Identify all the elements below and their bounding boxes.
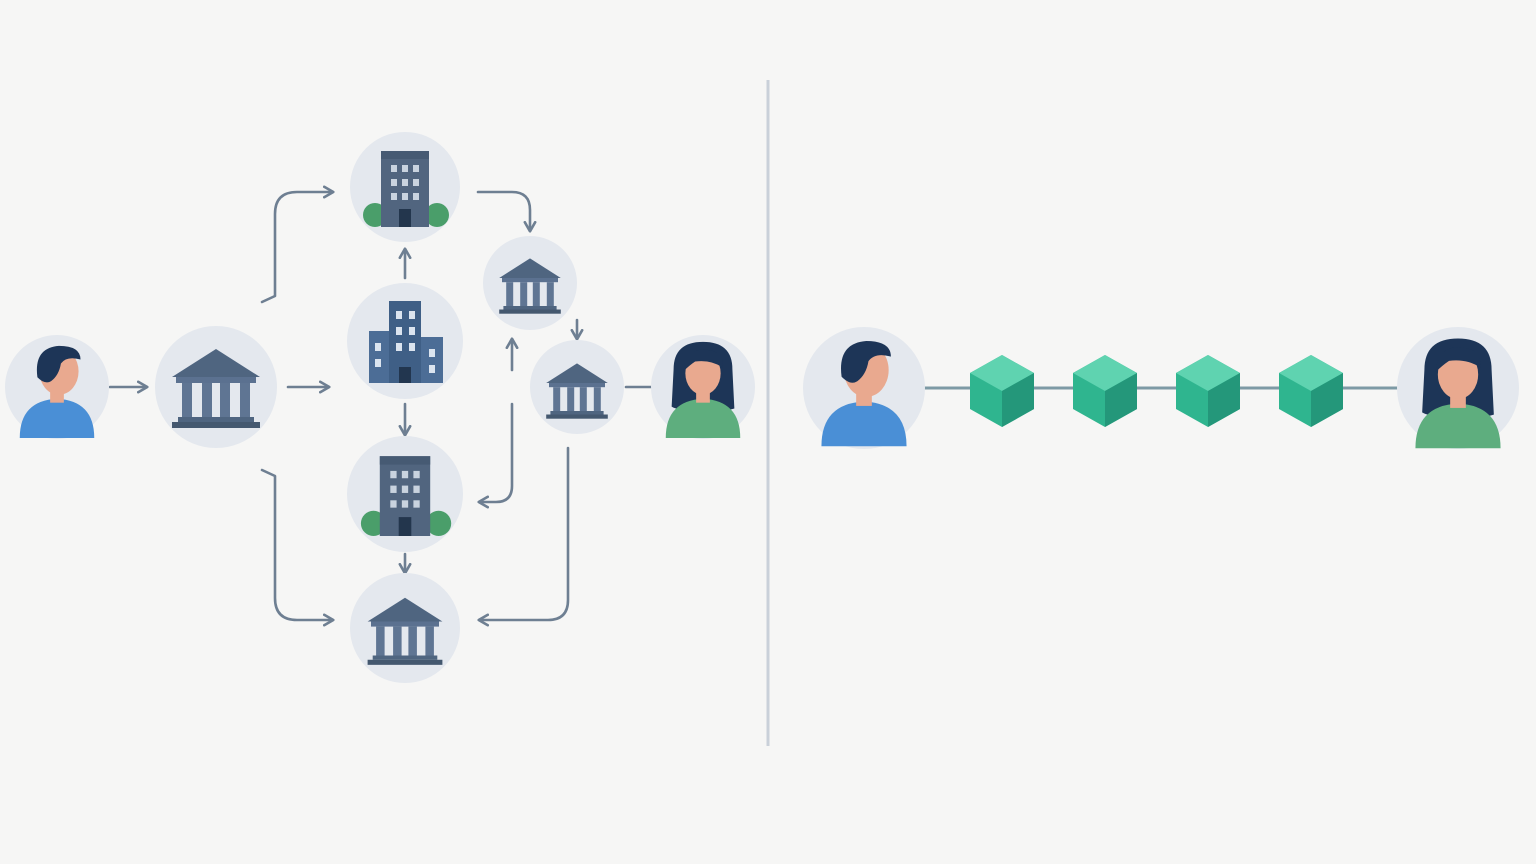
- arrow-loop-to-office-bottom: [477, 402, 514, 509]
- sender-bank-node: [155, 326, 277, 448]
- tower-node: [347, 283, 463, 399]
- arrow-bank-to-office-top: [260, 185, 335, 304]
- office-node-top: [350, 132, 460, 242]
- cube-block-icon: [970, 355, 1034, 427]
- receiver-woman-node: [651, 335, 755, 439]
- block-2: [1073, 355, 1137, 427]
- bank-node-small: [483, 236, 577, 330]
- arrow-bank-right-to-bank-bottom: [477, 446, 570, 627]
- cube-block-icon: [1176, 355, 1240, 427]
- arrow-bank-to-bank-bottom: [260, 468, 335, 627]
- sender-man-node: [5, 335, 109, 439]
- blockchain-payment-network: [803, 327, 1519, 449]
- receiver-woman-node: [1397, 327, 1519, 449]
- woman-avatar-icon: [665, 341, 741, 438]
- traditional-payment-network: [5, 132, 755, 683]
- cube-block-icon: [1279, 355, 1343, 427]
- block-1: [970, 355, 1034, 427]
- block-3: [1176, 355, 1240, 427]
- bank-node-bottom: [350, 573, 460, 683]
- office-node-bottom: [347, 436, 463, 552]
- woman-avatar-icon: [1415, 338, 1501, 449]
- receiver-bank-node: [530, 340, 624, 434]
- cube-block-icon: [1073, 355, 1137, 427]
- arrow-office-top-to-bank-small: [476, 190, 537, 233]
- sender-man-node: [803, 327, 925, 449]
- block-4: [1279, 355, 1343, 427]
